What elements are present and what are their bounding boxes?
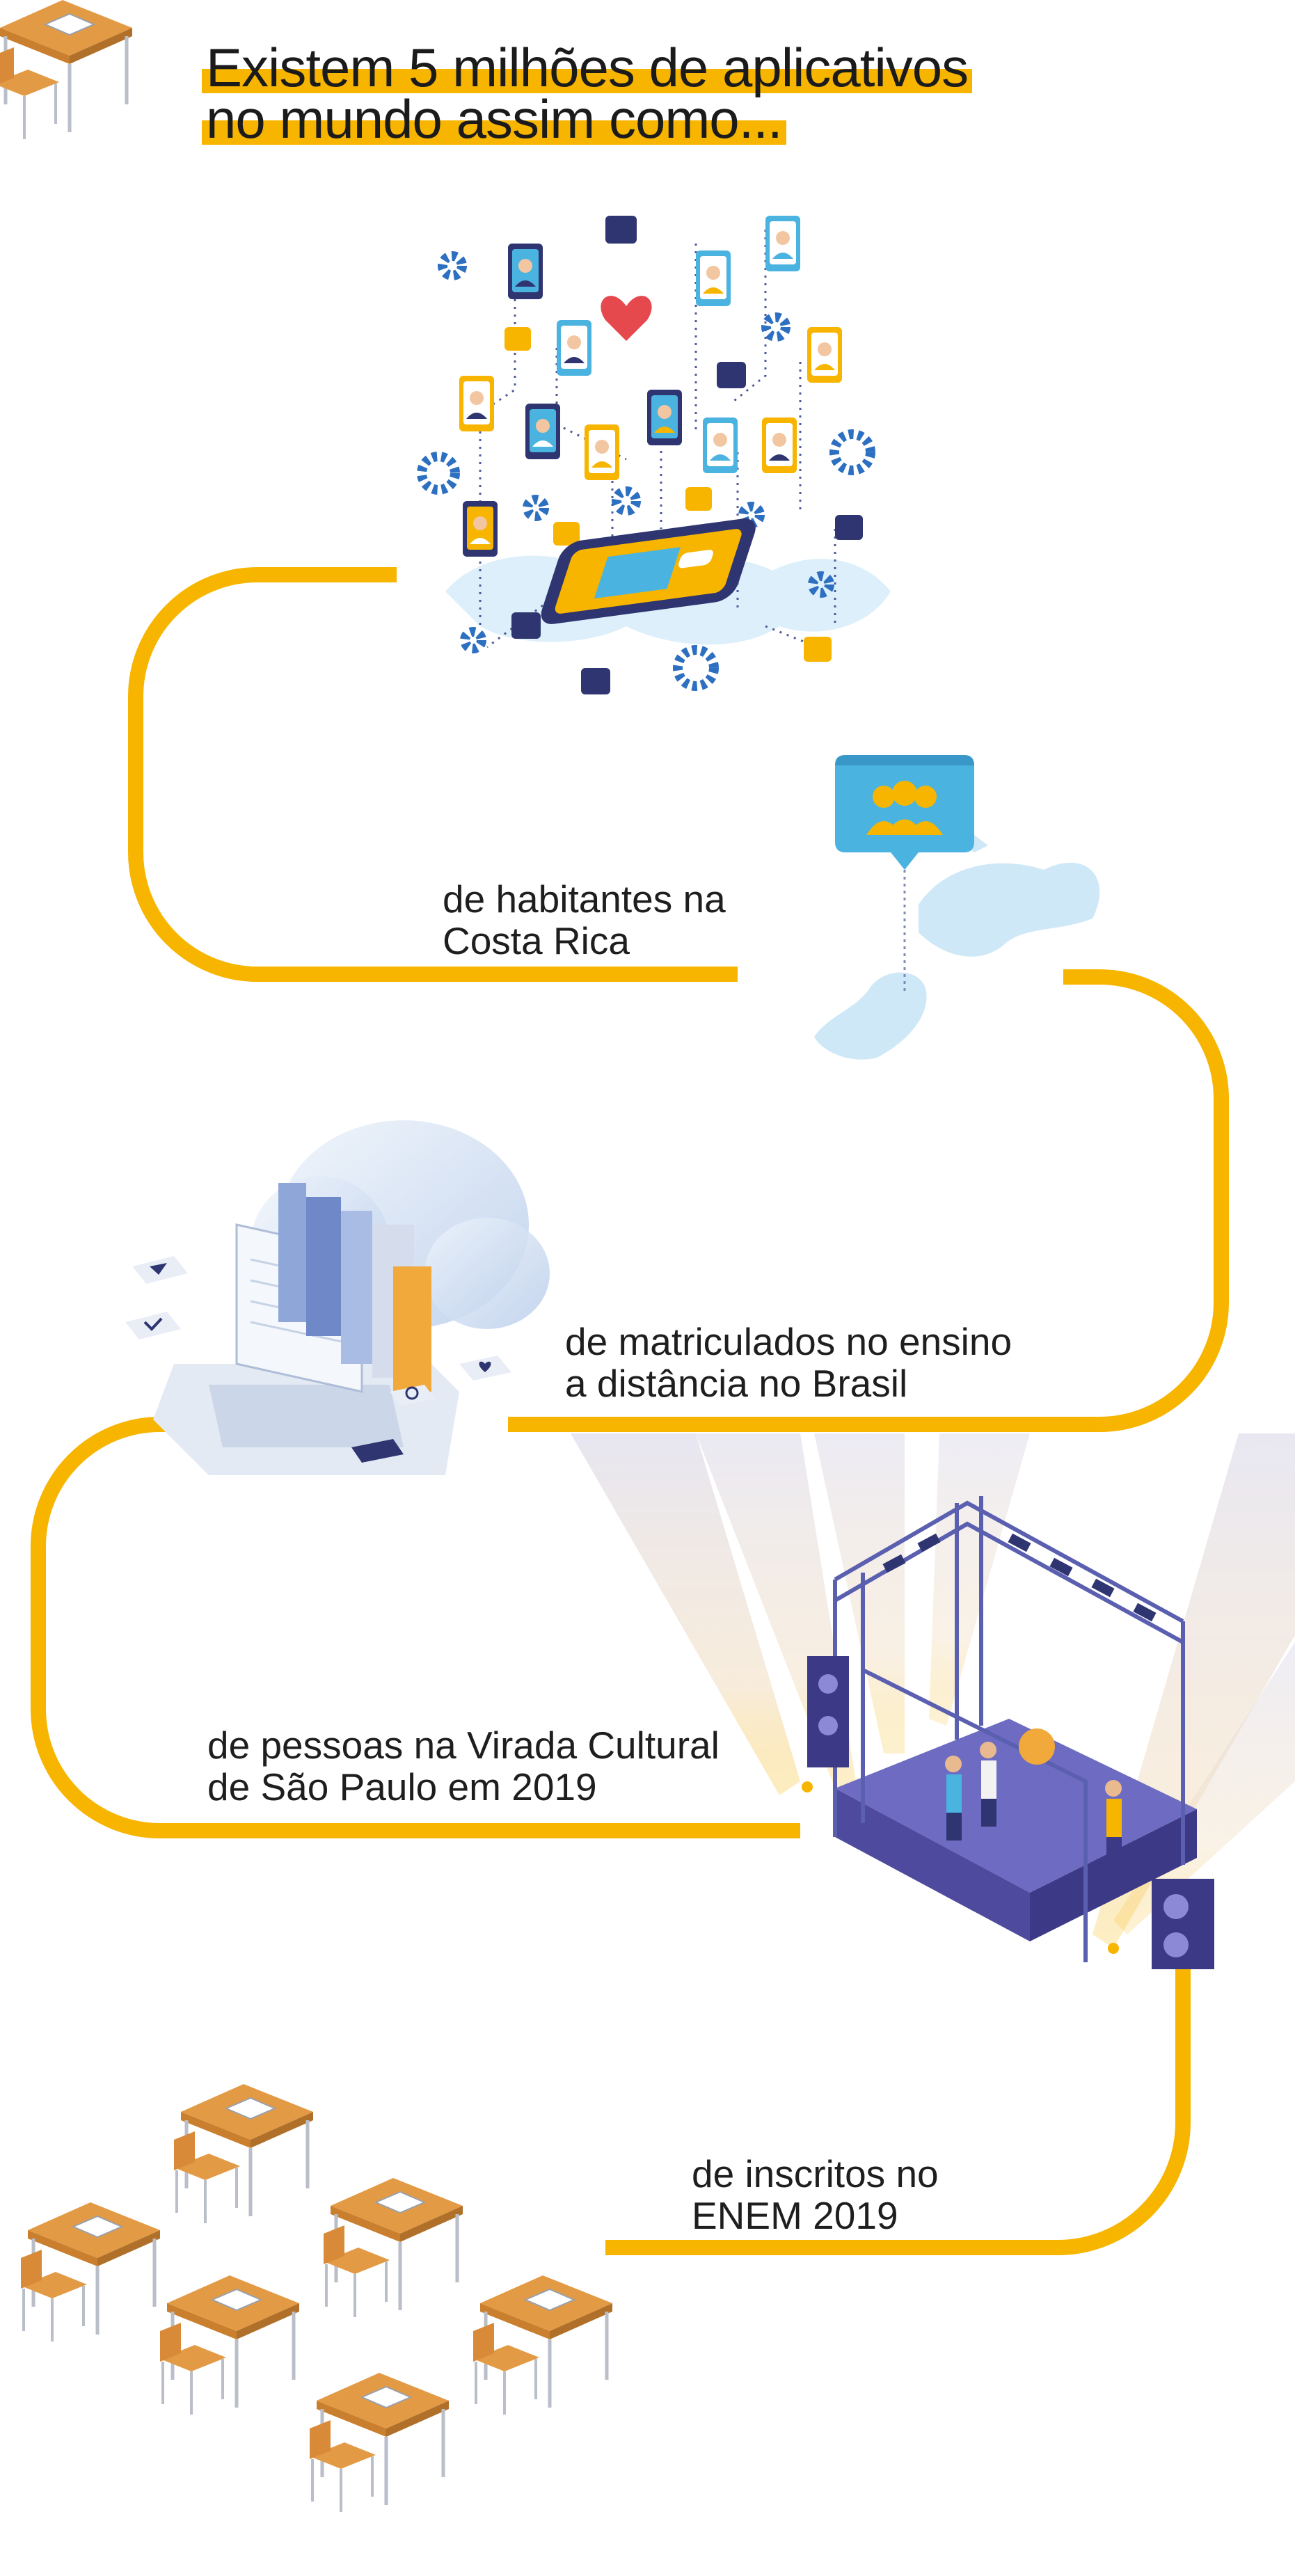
app-network-illustration xyxy=(417,216,891,694)
world-map-group-pin-illustration xyxy=(814,755,1100,1060)
laptop-cloud-books-illustration xyxy=(125,1120,550,1475)
connector-path xyxy=(31,567,1229,2255)
page-title-line-1: Existem 5 milhões de aplicativos xyxy=(202,37,973,98)
school-desks-illustration xyxy=(0,0,612,2512)
concert-stage-illustration xyxy=(571,1433,1295,1969)
page-title-line-2: no mundo assim como... xyxy=(202,88,786,150)
